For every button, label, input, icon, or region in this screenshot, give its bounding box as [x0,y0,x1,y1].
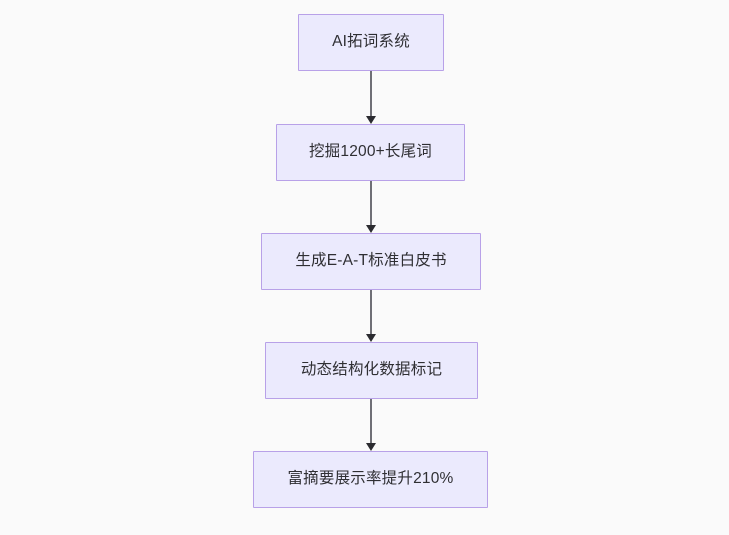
arrowhead-icon [365,443,376,451]
flow-node-label: 挖掘1200+长尾词 [308,143,433,161]
flow-node-rich-snippet-impression-lift[interactable]: 富摘要展示率提升210% [253,451,488,508]
flow-node-generate-eat-whitepaper[interactable]: 生成E-A-T标准白皮书 [261,233,481,290]
arrowhead-icon [365,116,376,124]
connector-line [370,399,372,443]
connector-line [370,71,372,116]
flow-node-label: 动态结构化数据标记 [300,361,443,379]
arrowhead-icon [365,334,376,342]
connector-line [370,290,372,334]
arrowhead-icon [365,225,376,233]
flow-node-label: AI拓词系统 [332,33,410,51]
connector-line [370,181,372,225]
flow-node-label: 生成E-A-T标准白皮书 [295,252,447,270]
flow-node-label: 富摘要展示率提升210% [287,470,454,488]
flow-node-dynamic-structured-data-markup[interactable]: 动态结构化数据标记 [265,342,478,399]
flow-node-mine-longtail-keywords[interactable]: 挖掘1200+长尾词 [276,124,465,181]
flow-node-ai-keyword-system[interactable]: AI拓词系统 [298,14,444,71]
